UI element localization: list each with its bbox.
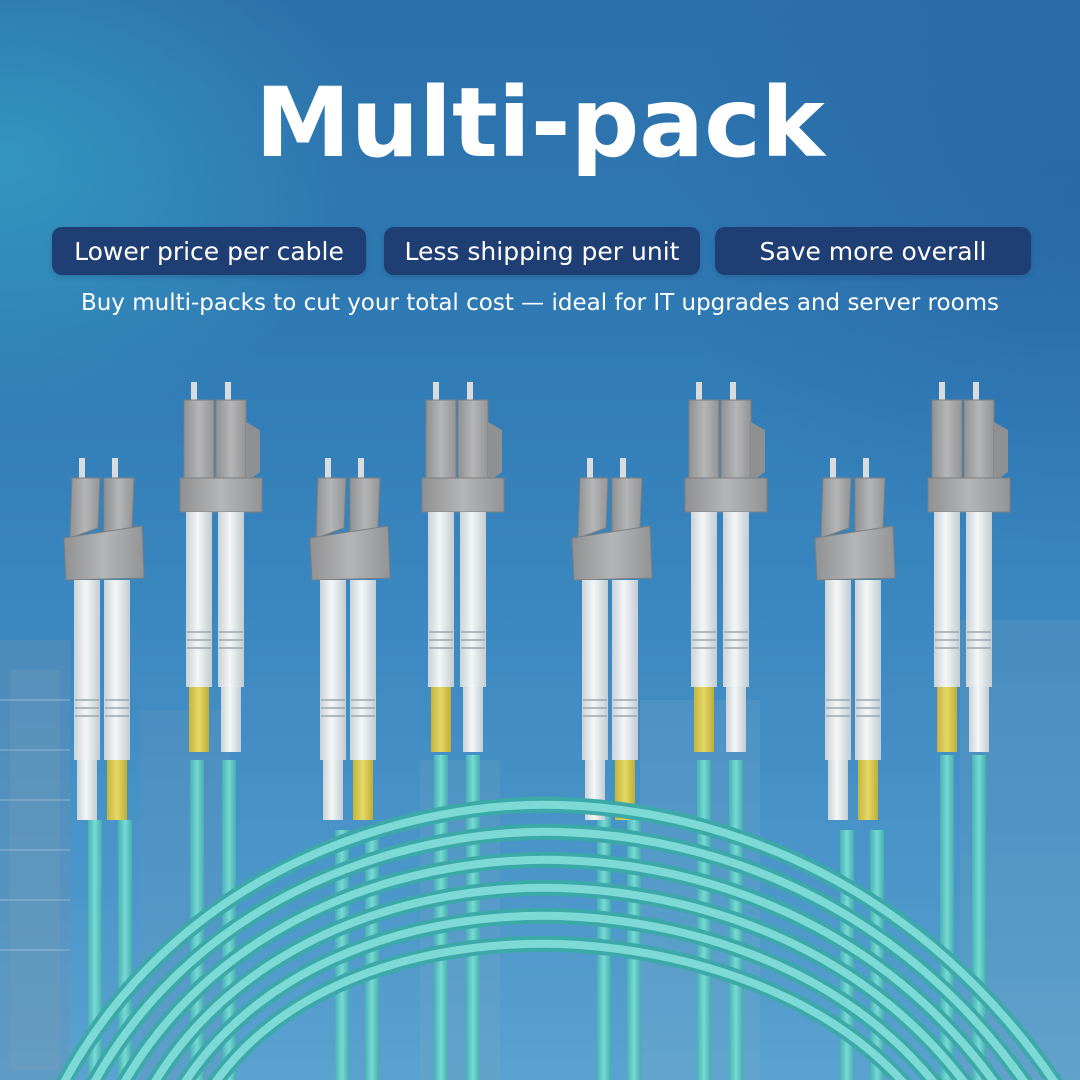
lc-duplex-connector-icon — [63, 381, 1011, 821]
benefit-badge-price: Lower price per cable — [52, 227, 366, 275]
cable-coil — [56, 796, 1063, 1080]
subtitle: Buy multi-packs to cut your total cost —… — [80, 290, 1000, 316]
benefit-badge-savings: Save more overall — [715, 227, 1031, 275]
benefit-badge-shipping: Less shipping per unit — [384, 227, 700, 275]
headline: Multi-pack — [255, 67, 825, 179]
